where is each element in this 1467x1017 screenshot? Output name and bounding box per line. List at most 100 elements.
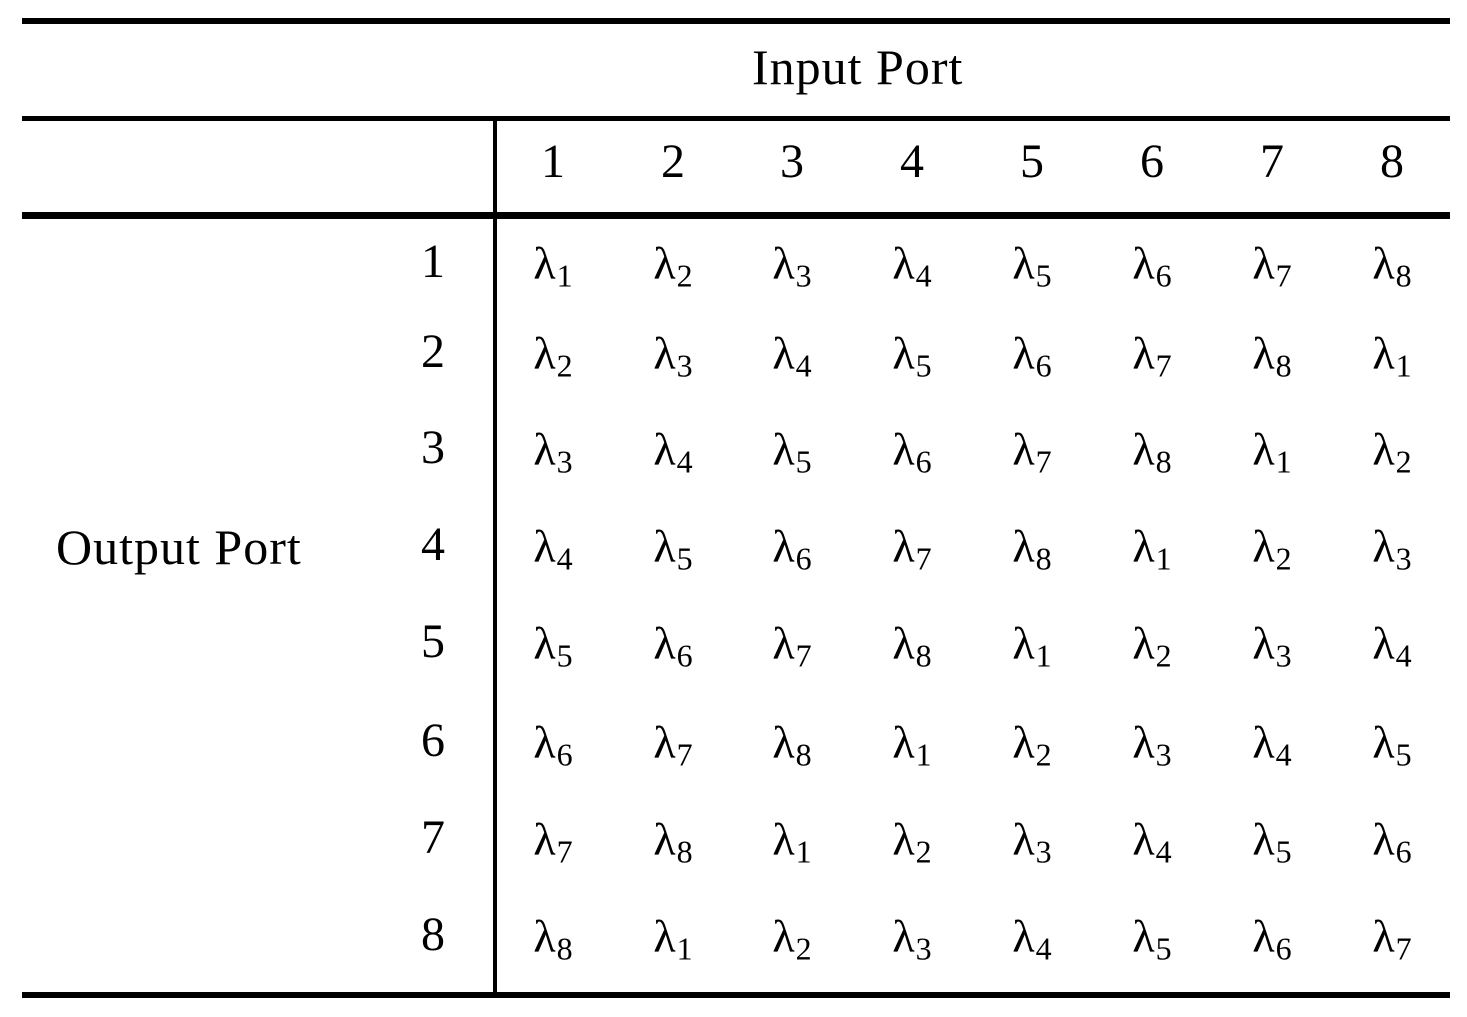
lambda-symbol: λ bbox=[1252, 910, 1275, 962]
wavelength-index: 8 bbox=[676, 833, 693, 870]
wavelength-cell: λ8 bbox=[892, 617, 932, 674]
lambda-symbol: λ bbox=[1012, 910, 1035, 962]
wavelength-cell: λ6 bbox=[1252, 910, 1291, 965]
wavelength-cell: λ8 bbox=[772, 716, 811, 771]
lambda-symbol: λ bbox=[1012, 813, 1035, 865]
lambda-symbol: λ bbox=[533, 520, 556, 572]
wavelength-cell: λ2 bbox=[1252, 520, 1291, 575]
wavelength-cell: λ6 bbox=[653, 620, 692, 672]
wavelength-index: 2 bbox=[915, 833, 932, 870]
lambda-symbol: λ bbox=[1252, 327, 1275, 379]
lambda-symbol: λ bbox=[772, 910, 795, 962]
lambda-symbol: λ bbox=[892, 520, 915, 572]
wavelength-cell: λ7 bbox=[892, 520, 931, 575]
lambda-symbol: λ bbox=[772, 813, 795, 865]
wavelength-index: 4 bbox=[795, 347, 812, 384]
wavelength-index: 6 bbox=[556, 736, 573, 773]
wavelength-cell: λ8 bbox=[1252, 327, 1291, 382]
output-port-number: 4 bbox=[421, 518, 445, 571]
wavelength-index: 7 bbox=[1155, 347, 1172, 384]
lambda-symbol: λ bbox=[1012, 423, 1035, 475]
wavelength-cell: λ1 bbox=[1372, 330, 1412, 384]
lambda-symbol: λ bbox=[892, 617, 915, 669]
wavelength-cell: λ3 bbox=[1012, 813, 1051, 868]
wavelength-index: 5 bbox=[1275, 833, 1292, 870]
input-port-header: Input Port bbox=[752, 39, 964, 95]
wavelength-cell: λ1 bbox=[1252, 423, 1291, 478]
wavelength-cell: λ1 bbox=[892, 716, 931, 771]
wavelength-cell: λ5 bbox=[892, 330, 931, 382]
input-port-number: 7 bbox=[1260, 135, 1284, 188]
wavelength-cell: λ2 bbox=[653, 240, 693, 294]
lambda-symbol: λ bbox=[533, 617, 556, 669]
wavelength-cell: λ2 bbox=[533, 327, 573, 384]
wavelength-cell: λ3 bbox=[772, 240, 811, 292]
wavelength-index: 8 bbox=[1035, 540, 1052, 577]
wavelength-index: 2 bbox=[556, 347, 573, 384]
wavelength-cell: λ4 bbox=[892, 237, 932, 294]
input-port-number: 8 bbox=[1380, 135, 1404, 188]
lambda-symbol: λ bbox=[533, 327, 556, 379]
wavelength-cell: λ3 bbox=[533, 426, 573, 480]
wavelength-cell: λ7 bbox=[1372, 910, 1412, 967]
wavelength-index: 3 bbox=[1155, 736, 1172, 773]
lambda-symbol: λ bbox=[653, 813, 676, 865]
wavelength-index: 3 bbox=[676, 347, 693, 384]
lambda-symbol: λ bbox=[653, 520, 676, 572]
wavelength-cell: λ2 bbox=[1012, 716, 1051, 771]
lambda-symbol: λ bbox=[1012, 716, 1035, 768]
wavelength-index: 1 bbox=[556, 257, 573, 294]
wavelength-cell: λ2 bbox=[1372, 426, 1411, 478]
wavelength-index: 3 bbox=[1275, 637, 1292, 674]
lambda-symbol: λ bbox=[1132, 423, 1155, 475]
lambda-symbol: λ bbox=[772, 327, 795, 379]
wavelength-cell: λ8 bbox=[1132, 423, 1171, 478]
wavelength-cell: λ7 bbox=[1252, 240, 1291, 292]
lambda-symbol: λ bbox=[1012, 520, 1035, 572]
lambda-symbol: λ bbox=[772, 716, 795, 768]
wavelength-index: 6 bbox=[915, 443, 932, 480]
wavelength-cell: λ4 bbox=[653, 423, 692, 478]
input-port-number: 4 bbox=[900, 135, 924, 188]
lambda-symbol: λ bbox=[1252, 520, 1275, 572]
wavelength-index: 2 bbox=[676, 257, 693, 294]
wavelength-cell: λ1 bbox=[1132, 523, 1171, 575]
lambda-symbol: λ bbox=[1132, 237, 1155, 289]
wavelength-index: 4 bbox=[1035, 930, 1052, 967]
wavelength-index: 7 bbox=[795, 637, 812, 674]
wavelength-cell: λ5 bbox=[653, 520, 692, 575]
wavelength-index: 7 bbox=[676, 736, 693, 773]
wavelength-index: 8 bbox=[915, 637, 932, 674]
body-rule bbox=[22, 212, 1450, 219]
lambda-symbol: λ bbox=[1372, 910, 1395, 962]
lambda-symbol: λ bbox=[892, 716, 915, 768]
wavelength-cell: λ2 bbox=[772, 910, 811, 965]
wavelength-index: 1 bbox=[676, 930, 693, 967]
lambda-symbol: λ bbox=[1132, 327, 1155, 379]
lambda-symbol: λ bbox=[1252, 423, 1275, 475]
wavelength-cell: λ4 bbox=[1132, 816, 1171, 868]
lambda-symbol: λ bbox=[653, 423, 676, 475]
wavelength-index: 8 bbox=[556, 930, 573, 967]
lambda-symbol: λ bbox=[892, 237, 915, 289]
wavelength-index: 7 bbox=[1395, 930, 1412, 967]
wavelength-cell: λ8 bbox=[653, 813, 693, 870]
lambda-symbol: λ bbox=[653, 910, 676, 962]
wavelength-cell: λ3 bbox=[1252, 620, 1292, 674]
wavelength-index: 5 bbox=[556, 637, 573, 674]
wavelength-cell: λ8 bbox=[533, 913, 573, 967]
lambda-symbol: λ bbox=[892, 910, 915, 962]
wavelength-index: 1 bbox=[1395, 347, 1412, 384]
wavelength-index: 4 bbox=[915, 257, 932, 294]
lambda-symbol: λ bbox=[1252, 813, 1275, 865]
lambda-symbol: λ bbox=[1012, 237, 1035, 289]
wavelength-index: 5 bbox=[795, 443, 812, 480]
wavelength-index: 3 bbox=[556, 443, 573, 480]
output-port-number: 5 bbox=[421, 615, 445, 668]
wavelength-cell: λ6 bbox=[533, 719, 573, 773]
top-rule bbox=[22, 18, 1450, 24]
wavelength-index: 1 bbox=[1035, 637, 1052, 674]
input-port-number: 3 bbox=[780, 135, 804, 188]
wavelength-cell: λ1 bbox=[1012, 620, 1052, 674]
wavelength-index: 2 bbox=[1155, 637, 1172, 674]
